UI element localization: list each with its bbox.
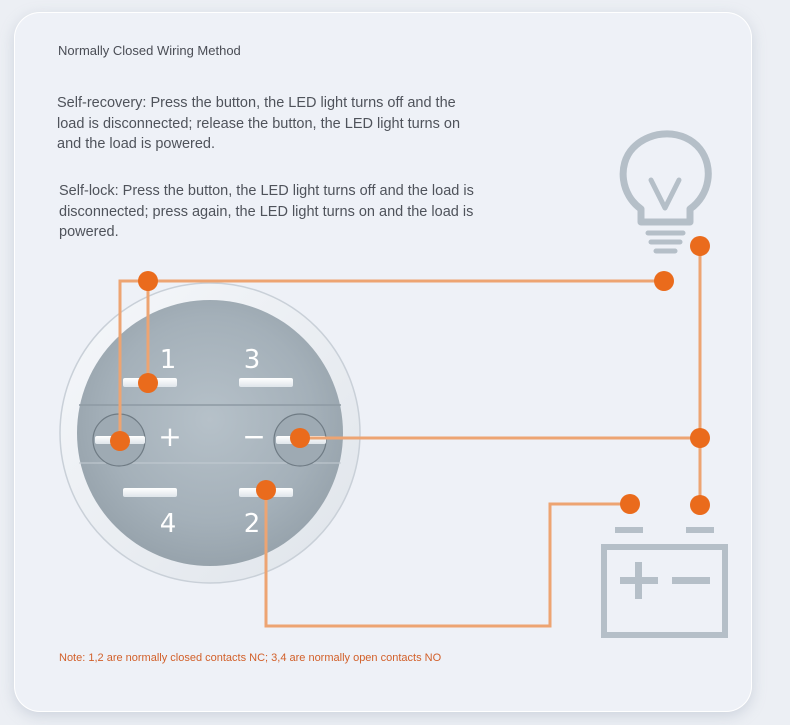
dot-bulb-left bbox=[654, 271, 674, 291]
terminal-label-4: 4 bbox=[160, 509, 177, 539]
note-text: Note: 1,2 are normally closed contacts N… bbox=[59, 652, 442, 664]
junction-dots bbox=[110, 236, 710, 515]
push-button-switch: 1 3 4 2 + − bbox=[59, 282, 361, 584]
terminal-label-2: 2 bbox=[244, 509, 261, 539]
self-recovery-text: Self-recovery: Press the button, the LED… bbox=[57, 95, 461, 152]
dot-bulb-right bbox=[690, 236, 710, 256]
contact-3 bbox=[239, 378, 293, 387]
battery-icon bbox=[601, 527, 728, 638]
dot-right-junction bbox=[690, 428, 710, 448]
dot-contact-1 bbox=[138, 373, 158, 393]
light-bulb-icon bbox=[619, 130, 712, 254]
terminal-label-1: 1 bbox=[160, 345, 177, 375]
contact-4 bbox=[123, 488, 177, 497]
dot-led-plus bbox=[110, 431, 130, 451]
wire-contact2-to-battery-plus bbox=[264, 490, 630, 628]
dot-top-left bbox=[138, 271, 158, 291]
self-lock-text: Self-lock: Press the button, the LED lig… bbox=[59, 183, 474, 240]
page-title: Normally Closed Wiring Method bbox=[58, 43, 241, 58]
wire-led-plus-to-bulb bbox=[118, 279, 664, 441]
dot-contact-2 bbox=[256, 480, 276, 500]
dot-battery-plus bbox=[620, 494, 640, 514]
dot-led-minus bbox=[290, 428, 310, 448]
minus-sign-label: − bbox=[242, 420, 265, 453]
wires bbox=[118, 246, 702, 628]
plus-sign-label: + bbox=[158, 420, 181, 453]
dot-battery-minus bbox=[690, 495, 710, 515]
terminal-label-3: 3 bbox=[244, 345, 261, 375]
switch-face bbox=[77, 300, 343, 566]
